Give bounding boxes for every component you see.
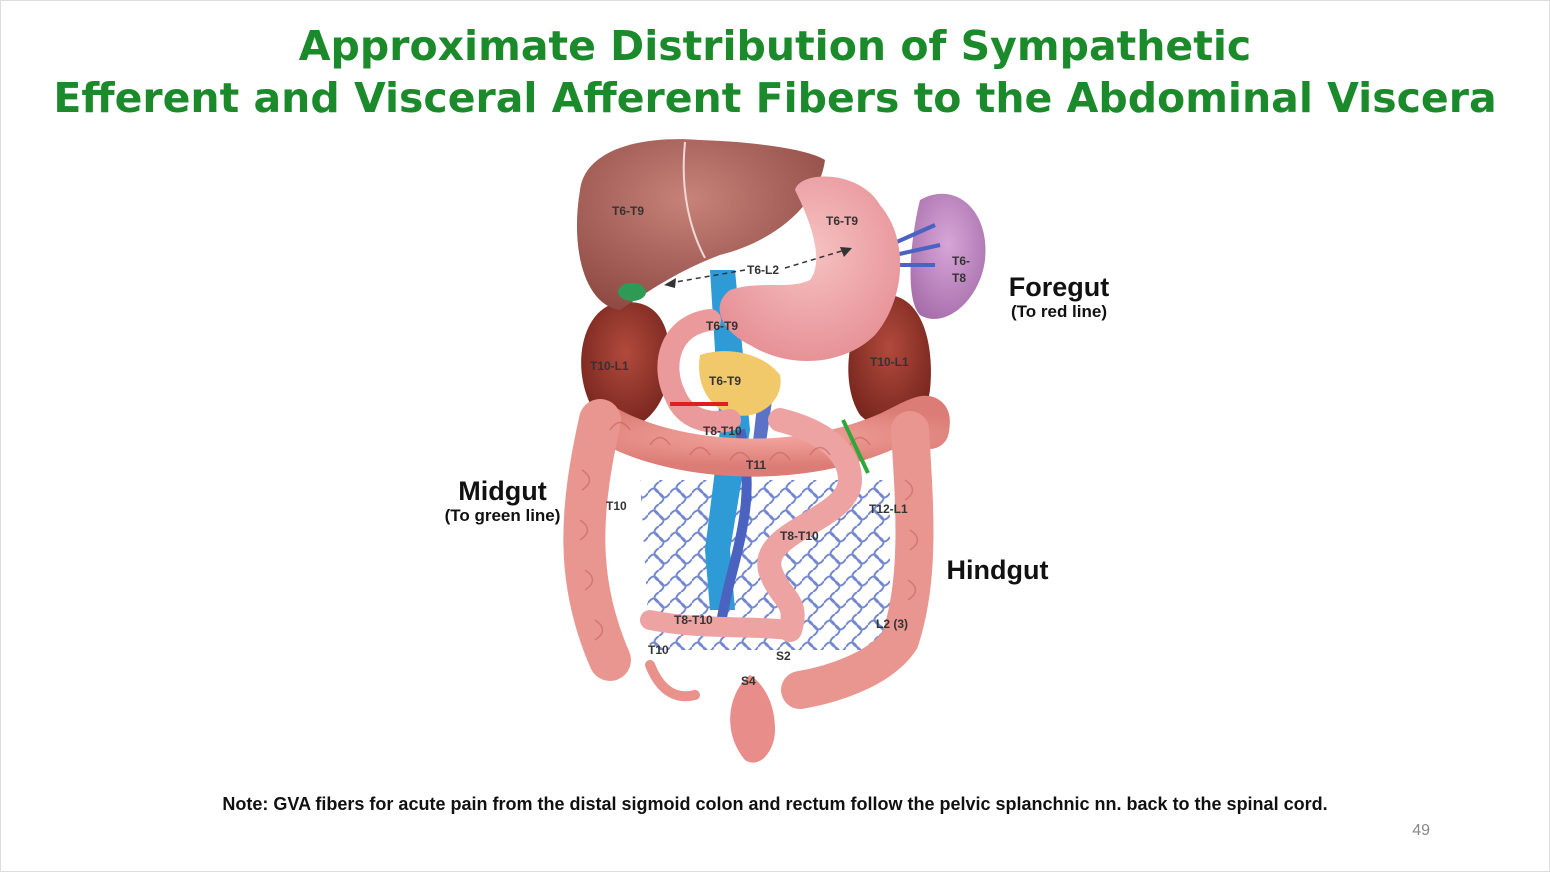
title-line-1: Approximate Distribution of Sympathetic [298,22,1252,70]
page-number: 49 [1412,822,1430,839]
label-stomach: T6-T9 [826,214,858,228]
label-transverse-colon: T11 [746,458,766,472]
midgut-label: Midgut (To green line) [430,476,575,526]
footnote: Note: GVA fibers for acute pain from the… [222,794,1328,814]
hindgut-label: Hindgut [940,555,1055,585]
pancreas [699,351,781,416]
arrowhead-left [664,278,676,288]
dashed-arrow-right [784,249,846,269]
foregut-label: Foregut (To red line) [1000,272,1118,322]
rectum [730,675,775,763]
label-left-kidney: T10-L1 [870,355,909,369]
label-small-intestine-upper: T8-T10 [703,424,742,438]
label-spleen-2: T8 [952,271,966,285]
falciform-line [682,141,706,259]
label-small-intestine-lower: T8-T10 [674,613,713,627]
gallbladder [618,283,646,301]
label-ascending-colon: T10 [606,499,627,513]
liver [576,139,825,310]
label-duodenum: T6-T9 [706,319,738,333]
title-line-2: Efferent and Visceral Afferent Fibers to… [53,74,1497,122]
descending-colon [781,411,934,709]
ileum [640,610,800,640]
midgut-note: (To green line) [444,506,561,525]
label-pancreas: T6-T9 [709,374,741,388]
label-rectum-upper: S2 [776,649,791,663]
midgut-boundary-green-line [841,419,870,474]
haustra [579,421,919,641]
label-right-kidney: T10-L1 [590,359,629,373]
dashed-arrow-left [669,269,746,284]
foregut-title: Foregut [1008,272,1110,302]
right-kidney [581,302,670,429]
foregut-note: (To red line) [1010,302,1107,321]
duodenum [657,309,741,433]
ascending-colon [563,399,631,681]
label-spleen-1: T6- [952,254,970,268]
midgut-title: Midgut [458,476,547,506]
label-sigmoid: L2 (3) [876,617,908,631]
label-rectum-lower: S4 [741,674,756,688]
label-descending-colon: T12-L1 [869,502,908,516]
label-liver: T6-T9 [612,204,644,218]
label-cecum: T10 [648,643,669,657]
jejunum [757,408,863,642]
appendix [645,660,700,702]
stomach [719,176,901,362]
spleen [910,193,986,319]
label-small-intestine-mid: T8-T10 [780,529,819,543]
hindgut-title: Hindgut [946,555,1049,585]
label-gallbladder-stomach: T6-L2 [747,263,779,277]
abdominal-viscera-illustration: T6-T9 T6-T9 T6- T8 T6-L2 T6-T9 T6-T9 T10… [563,139,986,763]
arrowhead-right [840,247,852,257]
